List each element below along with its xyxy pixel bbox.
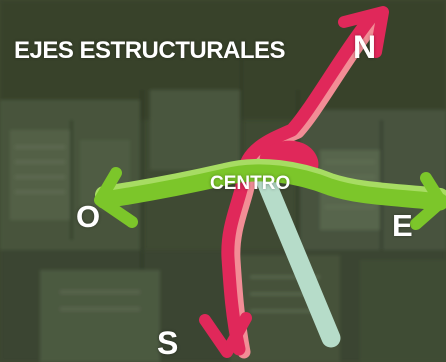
- center-label: CENTRO: [210, 173, 291, 194]
- east-label: E: [392, 208, 413, 243]
- west-label: O: [76, 199, 101, 234]
- north-label: N: [353, 29, 377, 65]
- secondary-axis: [252, 162, 341, 348]
- south-label: S: [157, 325, 179, 361]
- east-west-axis: [94, 158, 446, 230]
- diagram-title: EJES ESTRUCTURALES: [14, 37, 286, 64]
